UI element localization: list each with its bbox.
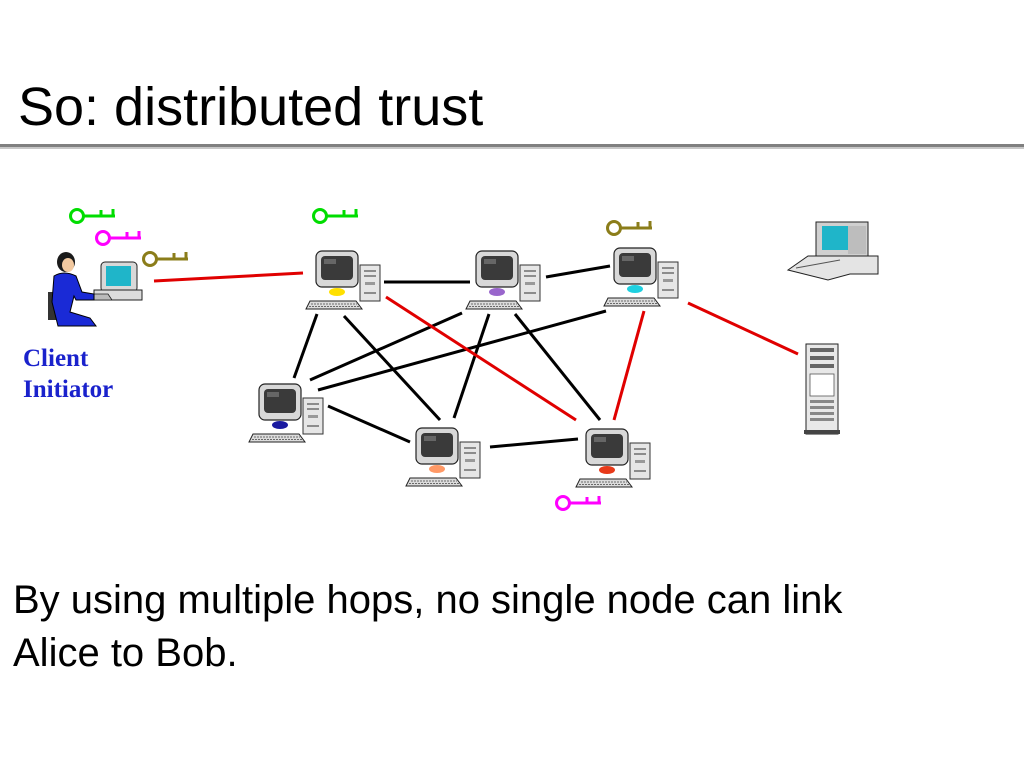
key-icon [312, 207, 360, 224]
link-n2-n4 [309, 311, 463, 382]
path-n6-n3 [612, 310, 646, 421]
relay-node-3 [603, 247, 679, 307]
client-label-line1: Client [23, 345, 89, 372]
client-label-line2: Initiator [23, 376, 114, 403]
link-n5-n6 [489, 437, 579, 449]
caption-line2: Alice to Bob. [13, 631, 238, 675]
relay-node-6 [575, 428, 651, 488]
link-n2-n5 [452, 313, 491, 419]
link-n1-n5 [342, 314, 442, 422]
title-divider [0, 144, 1024, 147]
link-n4-n5 [327, 404, 411, 444]
relay-node-2 [465, 250, 541, 310]
path-n3-server [687, 301, 799, 356]
key-icon [555, 494, 603, 511]
mesh-links [292, 264, 611, 449]
path-n1-n6 [385, 295, 577, 422]
client-initiator-label: Client Initiator [23, 343, 113, 405]
link-n2-n3 [545, 264, 611, 279]
link-n1-n4 [292, 313, 319, 379]
relay-node-5 [405, 427, 481, 487]
title-divider-shadow [0, 147, 1024, 149]
key-icon [95, 229, 143, 246]
tower-server-icon [804, 343, 840, 435]
slide-title: So: distributed trust [18, 77, 484, 137]
path-client-n1 [153, 271, 304, 283]
person-at-computer-icon [48, 252, 143, 327]
onion-route-path [153, 271, 799, 422]
key-icon [142, 250, 190, 267]
relay-node-4 [248, 383, 324, 443]
key-icon [606, 219, 654, 236]
key-icon [69, 207, 117, 224]
link-n2-n6 [513, 313, 602, 421]
caption-line1: By using multiple hops, no single node c… [13, 578, 843, 622]
slide-caption: By using multiple hops, no single node c… [13, 574, 1013, 680]
relay-node-1 [305, 250, 381, 310]
laptop-icon [786, 221, 879, 281]
link-n3-n4 [317, 309, 607, 392]
